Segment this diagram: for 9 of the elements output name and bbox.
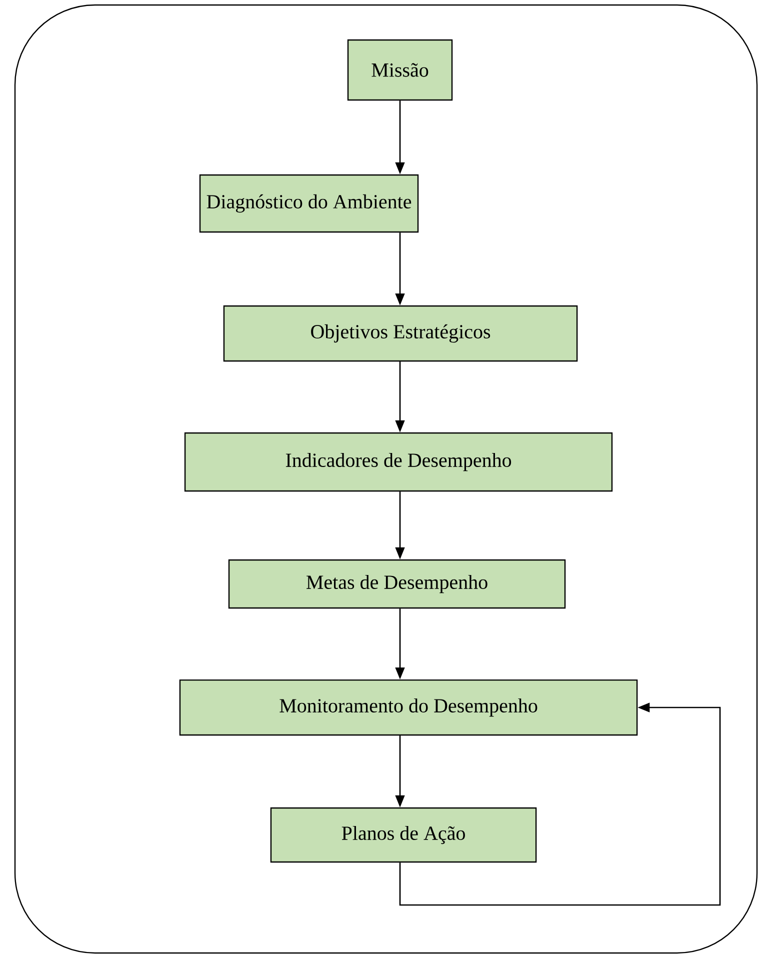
process-box: Planos de Ação [270,807,537,863]
frame-box [14,4,758,954]
process-box: Metas de Desempenho [228,559,566,609]
process-box: Indicadores de Desempenho [184,432,613,492]
arrow [399,702,721,906]
process-box: Missão [347,39,453,101]
process-box: Objetivos Estratégicos [223,305,578,362]
process-box: Monitoramento do Desempenho [179,679,638,736]
process-box: Diagnóstico do Ambiente [199,174,419,233]
